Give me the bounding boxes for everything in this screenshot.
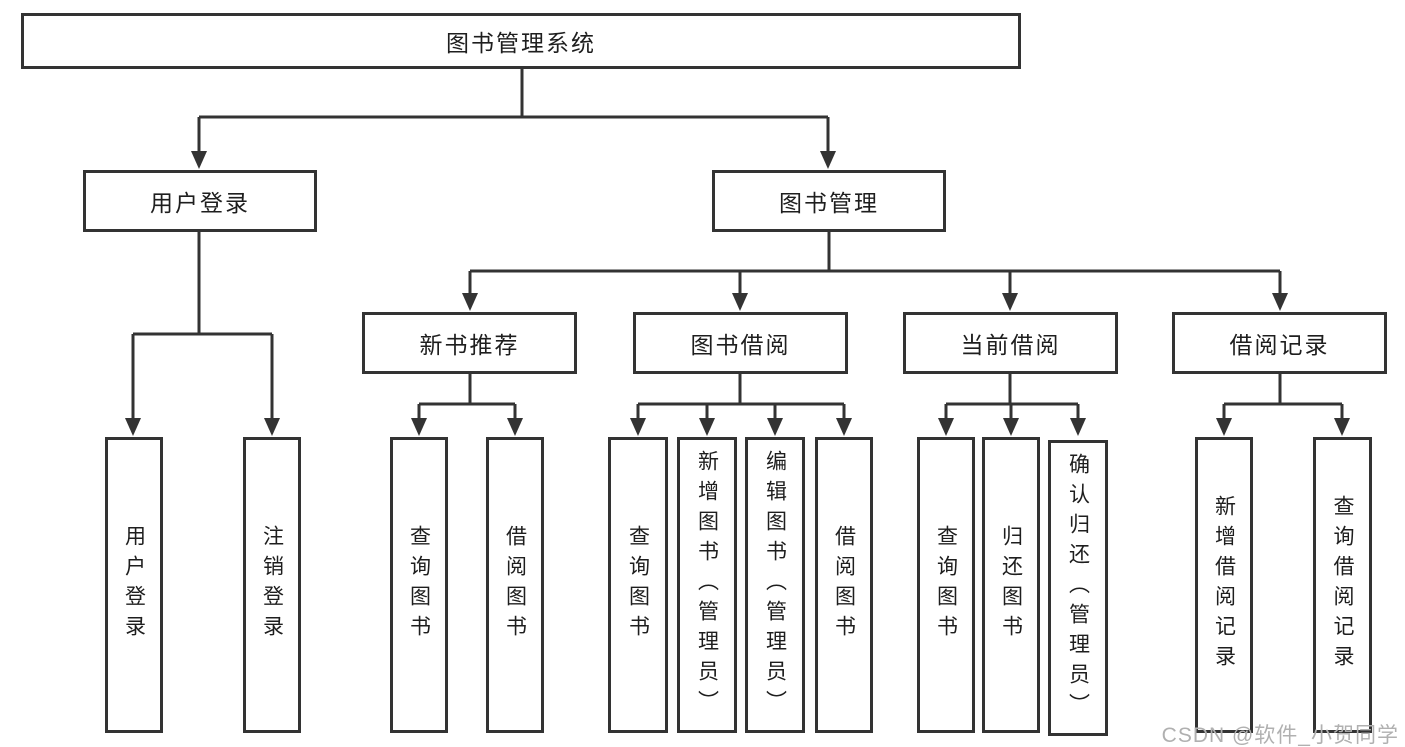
- leaf-query-borrow-record: 查询借阅记录: [1313, 437, 1372, 733]
- leaf-edit-books-admin: 编辑图书（管理员）: [745, 437, 805, 733]
- leaf-query-books-recommend-label: 查询图书: [407, 525, 431, 645]
- leaf-user-login: 用户登录: [105, 437, 163, 733]
- leaf-query-books-borrowing-label: 查询图书: [626, 525, 650, 645]
- leaf-query-books-current-label: 查询图书: [934, 525, 958, 645]
- leaf-user-login-label: 用户登录: [122, 525, 146, 645]
- node-current-borrowing: 当前借阅: [903, 312, 1118, 374]
- leaf-query-borrow-record-label: 查询借阅记录: [1331, 495, 1355, 675]
- node-library-system: 图书管理系统: [21, 13, 1021, 69]
- node-user-login: 用户登录: [83, 170, 317, 232]
- leaf-logout: 注销登录: [243, 437, 301, 733]
- leaf-borrow-books-borrowing-label: 借阅图书: [832, 525, 856, 645]
- node-book-borrowing: 图书借阅: [633, 312, 848, 374]
- leaf-add-books-admin: 新增图书（管理员）: [677, 437, 737, 733]
- node-current-borrowing-label: 当前借阅: [960, 332, 1061, 358]
- leaf-borrow-books-borrowing: 借阅图书: [815, 437, 873, 733]
- node-book-management: 图书管理: [712, 170, 946, 232]
- leaf-borrow-books-recommend: 借阅图书: [486, 437, 544, 733]
- csdn-watermark: CSDN @软件_小贺同学: [1161, 724, 1399, 747]
- node-new-book-recommend: 新书推荐: [362, 312, 577, 374]
- leaf-return-books: 归还图书: [982, 437, 1040, 733]
- node-new-book-recommend-label: 新书推荐: [419, 332, 520, 358]
- node-user-login-label: 用户登录: [150, 190, 250, 216]
- leaf-confirm-return-admin-label: 确认归还（管理员）: [1066, 453, 1090, 723]
- node-borrow-records-label: 借阅记录: [1229, 332, 1330, 358]
- leaf-add-borrow-record: 新增借阅记录: [1195, 437, 1253, 733]
- leaf-return-books-label: 归还图书: [999, 525, 1023, 645]
- leaf-query-books-current: 查询图书: [917, 437, 975, 733]
- leaf-borrow-books-recommend-label: 借阅图书: [503, 525, 527, 645]
- leaf-add-books-admin-label: 新增图书（管理员）: [695, 450, 719, 720]
- leaf-query-books-borrowing: 查询图书: [608, 437, 668, 733]
- leaf-query-books-recommend: 查询图书: [390, 437, 448, 733]
- leaf-edit-books-admin-label: 编辑图书（管理员）: [763, 450, 787, 720]
- node-book-management-label: 图书管理: [779, 190, 879, 216]
- node-book-borrowing-label: 图书借阅: [690, 332, 791, 358]
- node-library-system-label: 图书管理系统: [446, 30, 596, 56]
- node-borrow-records: 借阅记录: [1172, 312, 1387, 374]
- leaf-logout-label: 注销登录: [260, 525, 284, 645]
- leaf-confirm-return-admin: 确认归还（管理员）: [1048, 440, 1108, 736]
- leaf-add-borrow-record-label: 新增借阅记录: [1212, 495, 1236, 675]
